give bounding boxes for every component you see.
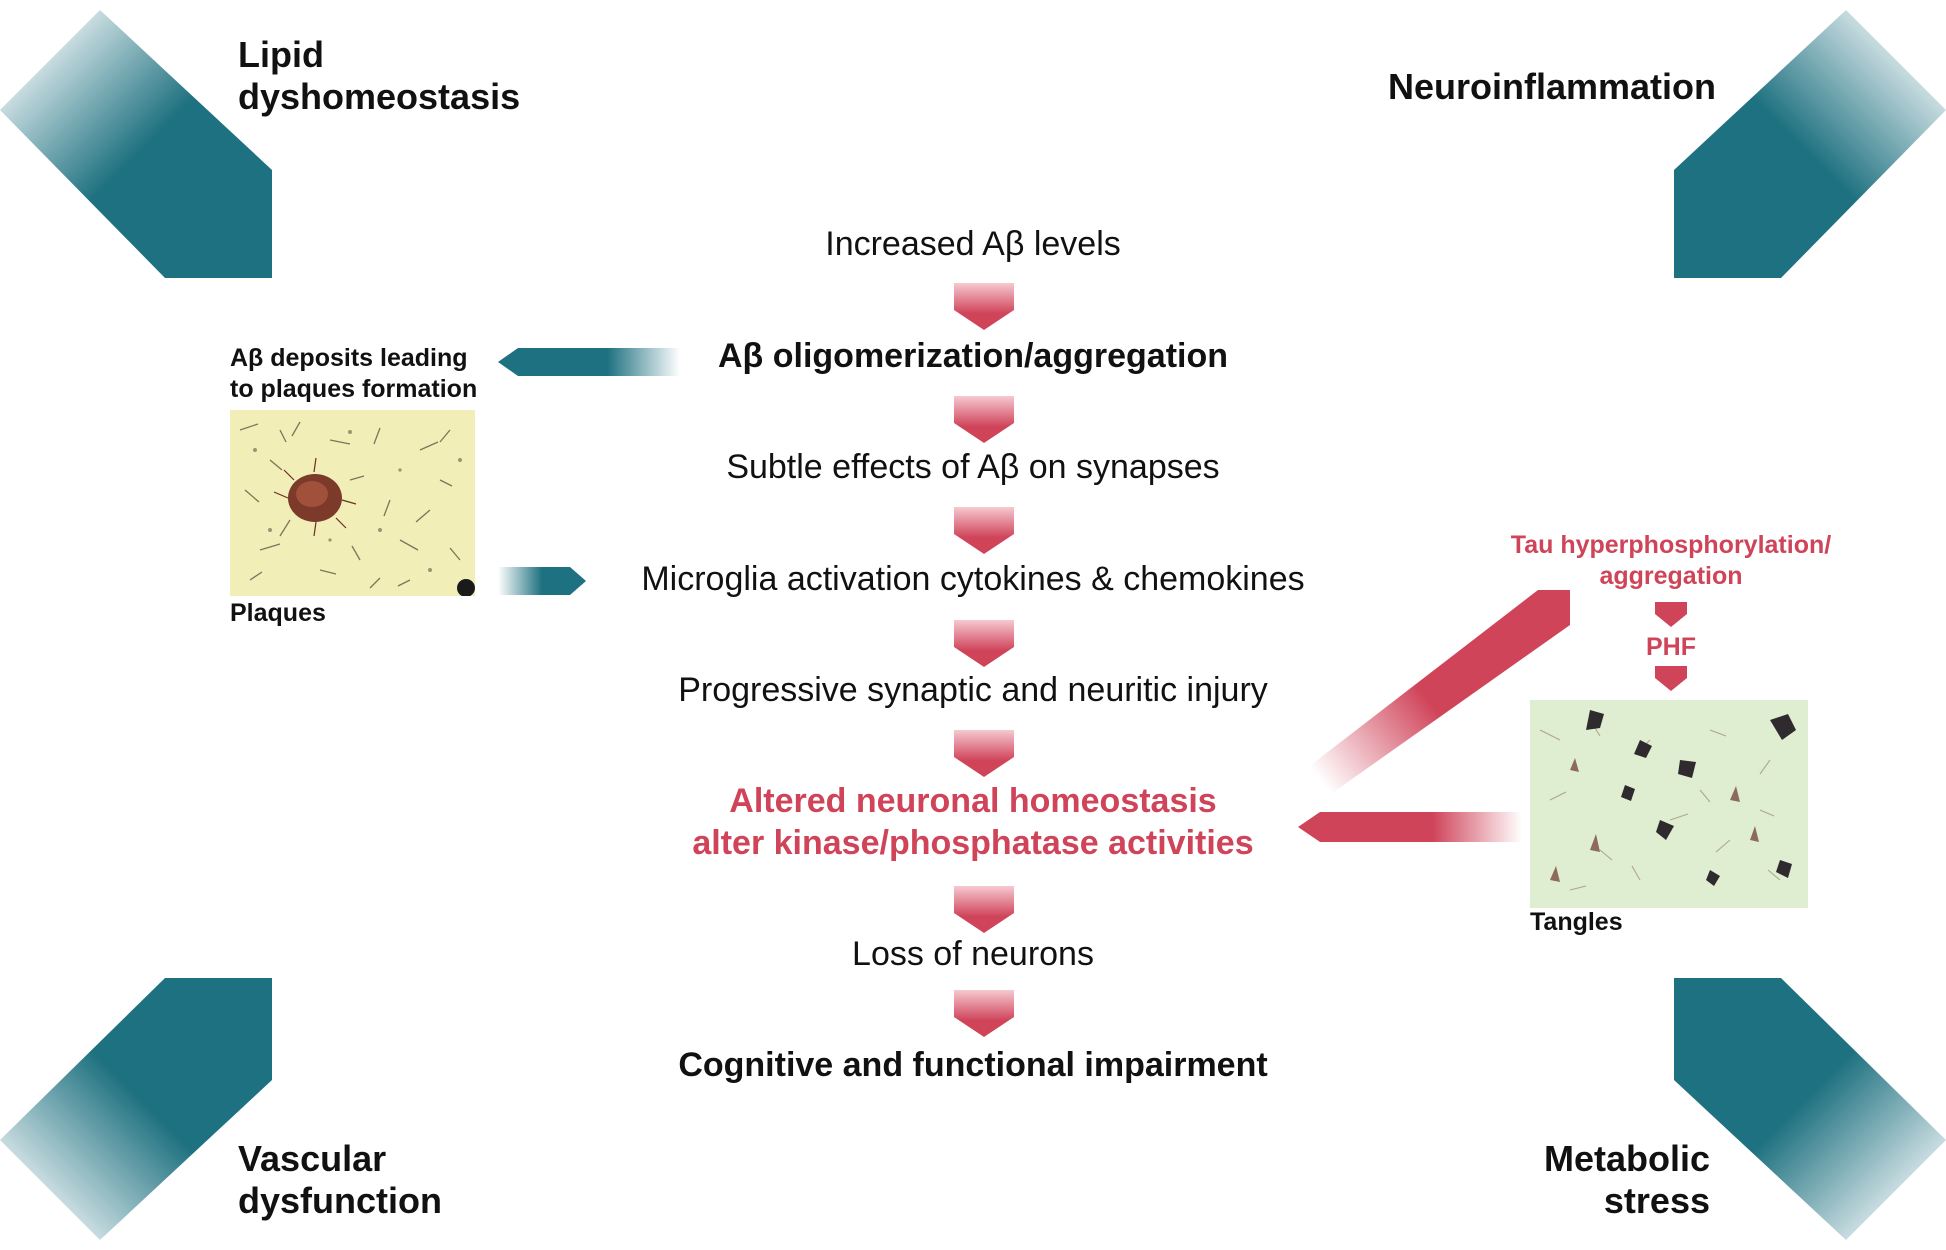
plaques-heading: Aβ deposits leading to plaques formation (230, 344, 478, 403)
diagonal-arrow-to-tau (1307, 590, 1570, 796)
down-arrow (954, 396, 1014, 443)
down-arrow (954, 886, 1014, 933)
down-arrow (954, 507, 1014, 554)
vascular-dysfunction-label: Vascular dysfunction (238, 1138, 442, 1221)
step-loss-of-neurons: Loss of neurons (852, 935, 1094, 973)
plaque-stain-image (239, 421, 475, 596)
tangle-stain-image (1539, 710, 1796, 891)
step-microglia-activation: Microglia activation cytokines & chemoki… (641, 560, 1305, 598)
tau-hyperphosphorylation-label: Tau hyperphosphorylation/ aggregation (1510, 531, 1832, 590)
down-arrow (954, 730, 1014, 777)
tangles-caption: Tangles (1530, 908, 1623, 936)
arrow-from-tangles (1298, 812, 1522, 842)
step-altered-neuronal-homeostasis: Altered neuronal homeostasis alter kinas… (692, 782, 1254, 862)
tangles-micrograph (1530, 700, 1808, 908)
step-cognitive-impairment: Cognitive and functional impairment (678, 1046, 1268, 1084)
plaques-caption: Plaques (230, 599, 326, 627)
step-subtle-synaptic-effects: Subtle effects of Aβ on synapses (726, 448, 1220, 486)
step-abeta-oligomerization: Aβ oligomerization/aggregation (718, 337, 1228, 375)
corner-arrow-bottom-left (0, 978, 272, 1240)
down-arrow-phf-to-tangles (1655, 666, 1687, 691)
lipid-dyshomeostasis-label: Lipid dyshomeostasis (238, 34, 521, 117)
plaques-micrograph (230, 410, 475, 596)
down-arrow-tau-to-phf (1655, 602, 1687, 627)
down-arrow (954, 283, 1014, 330)
step-increased-abeta: Increased Aβ levels (825, 225, 1121, 263)
arrow-from-plaques (498, 567, 586, 595)
corner-arrow-top-left (0, 10, 272, 278)
neuroinflammation-label: Neuroinflammation (1388, 66, 1717, 107)
arrow-to-plaques (498, 348, 680, 376)
down-arrow (954, 620, 1014, 667)
corner-arrow-top-right (1674, 10, 1946, 278)
down-arrow (954, 990, 1014, 1037)
cascade-arrows (954, 283, 1014, 1037)
corner-arrow-bottom-right (1674, 978, 1946, 1240)
step-synaptic-neuritic-injury: Progressive synaptic and neuritic injury (678, 671, 1268, 709)
metabolic-stress-label: Metabolic stress (1543, 1138, 1710, 1221)
phf-label: PHF (1646, 633, 1696, 661)
